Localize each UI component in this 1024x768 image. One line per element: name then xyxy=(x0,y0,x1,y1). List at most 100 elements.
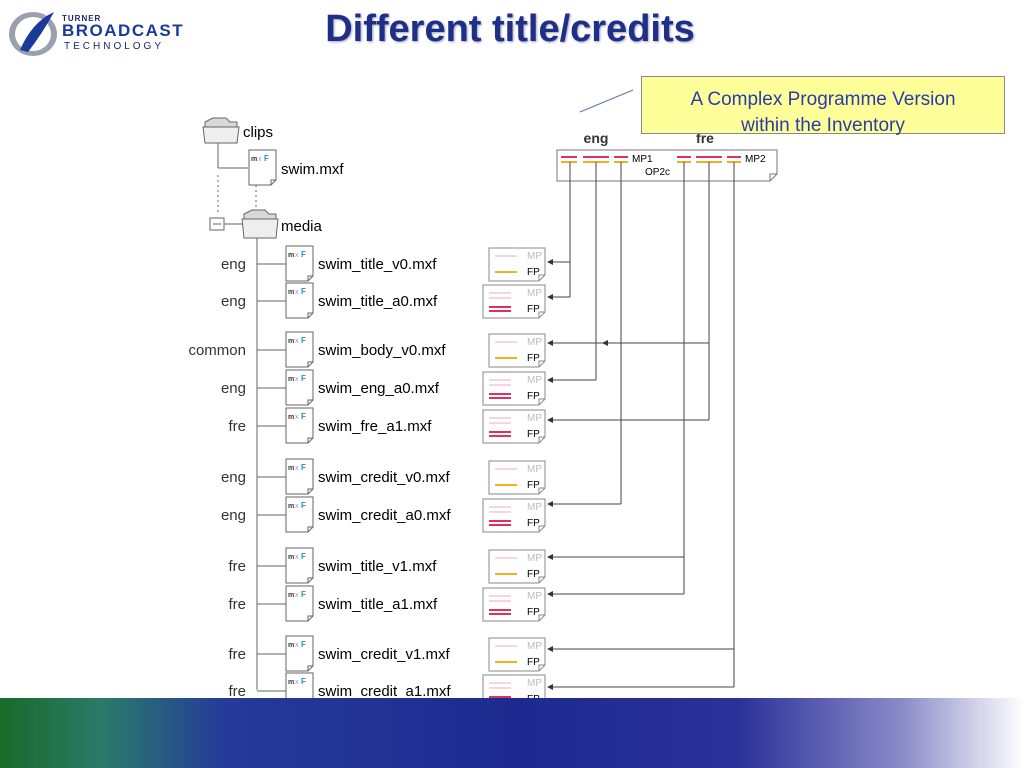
collapse-toggle-icon[interactable] xyxy=(209,217,225,231)
inventory-diagram: m x F clips swim.mxf media eng fre MP1 O… xyxy=(188,89,778,700)
package-icon: MP FP xyxy=(482,284,546,319)
package-mp-label: MP xyxy=(527,337,542,348)
package-fp-label: FP xyxy=(527,391,540,402)
mxf-file-icon xyxy=(285,458,314,495)
file-row-name: swim_title_v1.mxf xyxy=(318,558,437,575)
file-row-language: common xyxy=(188,342,246,359)
file-row-language: fre xyxy=(228,418,246,435)
mxf-file-icon xyxy=(285,407,314,444)
file-row[interactable]: fre swim_credit_v1.mxf MP FP xyxy=(228,635,546,672)
logo-globe-icon xyxy=(9,12,57,56)
package-mp-label: MP xyxy=(527,641,542,652)
package-mp-label: MP xyxy=(527,678,542,689)
package-mp-label: MP xyxy=(527,464,542,475)
package-mp-label: MP xyxy=(527,591,542,602)
package-icon: MP FP xyxy=(482,498,546,533)
package-fp-label: FP xyxy=(527,694,540,700)
package-fp-label: FP xyxy=(527,480,540,491)
mxf-file-icon xyxy=(285,245,314,282)
file-row-language: fre xyxy=(228,596,246,613)
callout-line-1: A Complex Programme Version xyxy=(690,89,956,110)
file-row[interactable]: eng swim_credit_a0.mxf MP FP xyxy=(221,496,546,533)
company-logo: TURNER BROADCAST TECHNOLOGY xyxy=(6,4,196,60)
package-icon: MP FP xyxy=(488,637,546,672)
package-icon: MP FP xyxy=(482,674,546,700)
package-fp-label: FP xyxy=(527,607,540,618)
callout-box: A Complex Programme Version within the I… xyxy=(641,76,1005,136)
file-row-language: eng xyxy=(221,293,246,310)
file-row-name: swim_title_v0.mxf xyxy=(318,256,437,273)
mxf-file-icon xyxy=(285,547,314,584)
reference-links xyxy=(547,162,735,690)
package-fp-label: FP xyxy=(527,267,540,278)
package-mp-label: MP xyxy=(527,251,542,262)
logo-line-3: TECHNOLOGY xyxy=(64,41,165,52)
file-row[interactable]: common swim_body_v0.mxf MP FP xyxy=(188,331,546,368)
file-row-name: swim_title_a1.mxf xyxy=(318,596,438,613)
file-row-language: eng xyxy=(221,256,246,273)
file-row[interactable]: eng swim_eng_a0.mxf MP FP xyxy=(221,369,546,406)
file-row[interactable]: eng swim_title_v0.mxf MP FP xyxy=(221,245,546,282)
file-row-language: fre xyxy=(228,646,246,663)
file-row-language: eng xyxy=(221,469,246,486)
mxf-file-icon xyxy=(285,585,314,622)
file-row[interactable]: fre swim_credit_a1.mxf MP FP xyxy=(228,672,546,700)
file-row-name: swim_credit_a0.mxf xyxy=(318,507,451,524)
media-folder xyxy=(241,209,279,239)
callout-pointer xyxy=(579,89,634,113)
file-row-language: eng xyxy=(221,380,246,397)
clips-folder-label: clips xyxy=(243,124,273,141)
file-row-language: eng xyxy=(221,507,246,524)
file-row-language: fre xyxy=(228,683,246,700)
mxf-file-icon xyxy=(285,496,314,533)
file-row[interactable]: eng swim_credit_v0.mxf MP FP xyxy=(221,458,546,495)
logo-line-1: TURNER xyxy=(62,14,102,23)
inventory-mp2-label: MP2 xyxy=(745,154,766,165)
file-row-name: swim_credit_v1.mxf xyxy=(318,646,451,663)
package-fp-label: FP xyxy=(527,353,540,364)
clips-folder xyxy=(202,117,240,144)
inventory-op-label: OP2c xyxy=(645,167,670,178)
file-row[interactable]: fre swim_fre_a1.mxf MP FP xyxy=(228,407,546,444)
mxf-file-icon xyxy=(285,635,314,672)
clips-file-name: swim.mxf xyxy=(281,161,344,178)
file-row-name: swim_eng_a0.mxf xyxy=(318,380,440,397)
package-mp-label: MP xyxy=(527,413,542,424)
package-fp-label: FP xyxy=(527,518,540,529)
package-icon: MP FP xyxy=(488,247,546,282)
mxf-file-icon xyxy=(285,672,314,700)
file-row-name: swim_credit_a1.mxf xyxy=(318,683,451,700)
package-icon: MP FP xyxy=(482,587,546,622)
mxf-file-icon xyxy=(285,369,314,406)
package-fp-label: FP xyxy=(527,304,540,315)
package-mp-label: MP xyxy=(527,288,542,299)
mxf-file-icon xyxy=(285,282,314,319)
page-title: Different title/credits xyxy=(325,8,695,50)
file-row-name: swim_fre_a1.mxf xyxy=(318,418,432,435)
package-icon: MP FP xyxy=(482,371,546,406)
file-row-language: fre xyxy=(228,558,246,575)
package-icon: MP FP xyxy=(488,333,546,368)
package-fp-label: FP xyxy=(527,657,540,668)
inventory-header-eng: eng xyxy=(584,130,609,146)
file-row-name: swim_credit_v0.mxf xyxy=(318,469,451,486)
package-icon: MP FP xyxy=(488,460,546,495)
package-icon: MP FP xyxy=(482,409,546,444)
callout-line-2: within the Inventory xyxy=(741,115,905,136)
media-folder-label: media xyxy=(281,218,323,235)
package-mp-label: MP xyxy=(527,502,542,513)
package-mp-label: MP xyxy=(527,553,542,564)
package-mp-label: MP xyxy=(527,375,542,386)
file-row[interactable]: eng swim_title_a0.mxf MP FP xyxy=(221,282,546,319)
mxf-file-icon xyxy=(285,331,314,368)
file-row-name: swim_title_a0.mxf xyxy=(318,293,438,310)
clips-file-icon xyxy=(248,149,277,186)
file-row[interactable]: fre swim_title_a1.mxf MP FP xyxy=(228,585,546,622)
file-row-name: swim_body_v0.mxf xyxy=(318,342,446,359)
inventory-mp1-label: MP1 xyxy=(632,154,653,165)
package-fp-label: FP xyxy=(527,429,540,440)
footer-gradient-band xyxy=(0,698,1024,768)
